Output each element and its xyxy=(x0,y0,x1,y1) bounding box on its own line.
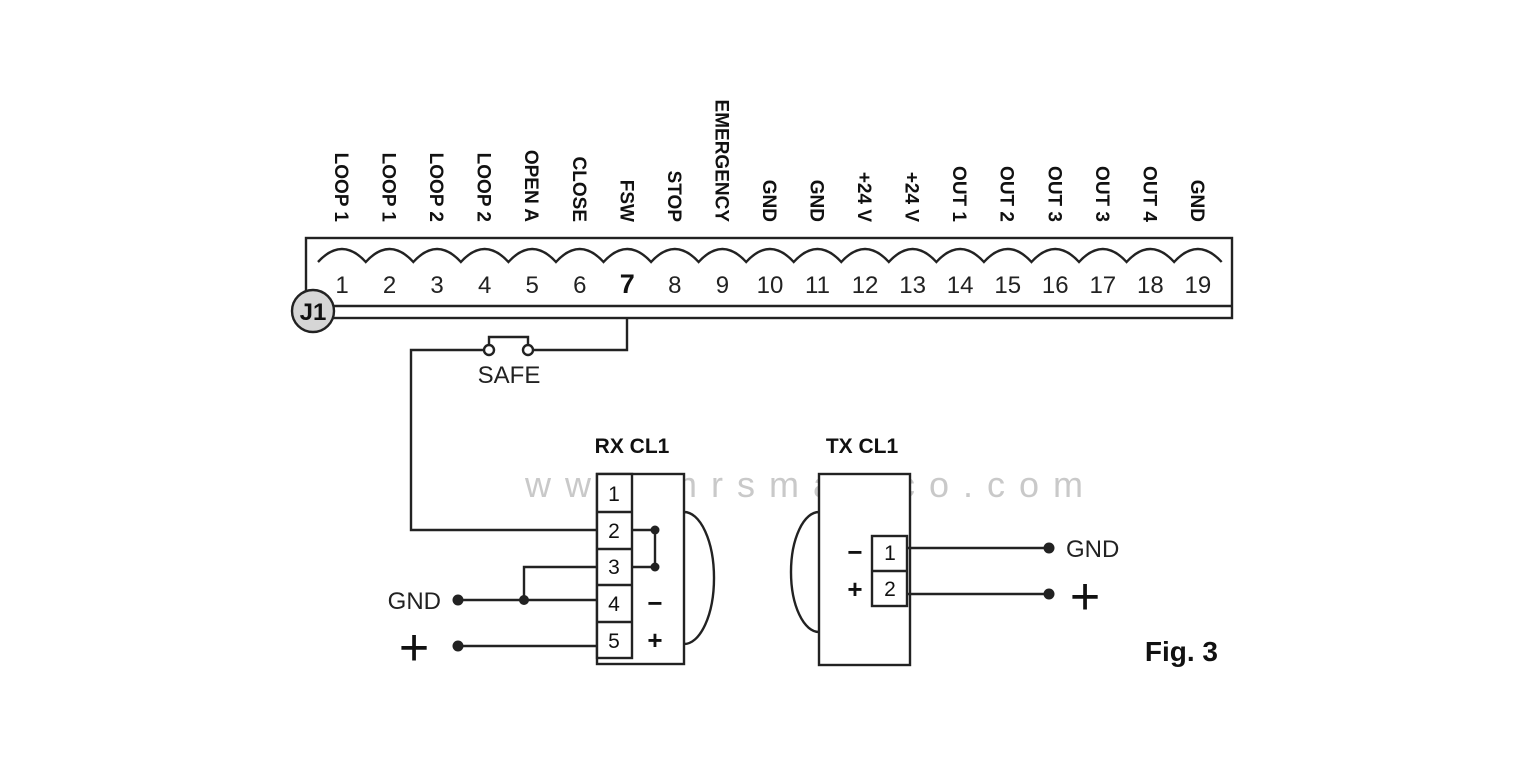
terminal-label: OUT 1 xyxy=(948,166,969,222)
terminal-label: OUT 3 xyxy=(1091,166,1112,222)
terminal-labels: LOOP 1 LOOP 1 LOOP 2 LOOP 2 OPEN A CLOSE FSW ST… xyxy=(330,100,1207,223)
terminal-number: 7 xyxy=(620,269,635,299)
tx-plus-terminal-dot xyxy=(1043,588,1055,600)
tx-device: TX CL1 1 2 − + xyxy=(789,435,912,667)
tx-plus-sign: + xyxy=(847,574,862,604)
safe-contact-bridge xyxy=(487,335,530,346)
gnd-terminal-dot xyxy=(452,594,464,606)
terminal-number: 17 xyxy=(1089,272,1116,299)
terminal-label: LOOP 1 xyxy=(378,153,399,223)
terminal-number: 9 xyxy=(716,272,729,299)
terminal-number: 3 xyxy=(430,272,443,299)
terminal-number: 6 xyxy=(573,272,586,299)
terminal-scallops xyxy=(317,247,1223,264)
rx-title: RX CL1 xyxy=(595,435,670,458)
rx-power-wiring: GND + xyxy=(388,565,597,677)
terminal-number: 12 xyxy=(852,272,879,299)
rx-pin-1: 1 xyxy=(608,483,620,506)
terminal-strip-body xyxy=(304,236,1234,320)
terminal-label: LOOP 2 xyxy=(473,153,494,222)
tx-plus-label: + xyxy=(1070,568,1100,626)
terminal-label: GND xyxy=(1186,180,1207,222)
j1-badge: J1 xyxy=(290,288,336,334)
terminal-number: 19 xyxy=(1185,272,1212,299)
terminal-label: STOP xyxy=(663,171,684,223)
terminal-number: 18 xyxy=(1137,272,1164,299)
terminal-label: LOOP 1 xyxy=(330,153,351,223)
rx-pin-strip xyxy=(595,472,634,660)
rx-device: RX CL1 1 2 3 4 5 − + xyxy=(595,435,716,666)
terminal-label: EMERGENCY xyxy=(710,100,731,223)
terminal-label: GND xyxy=(758,180,779,222)
rx-plus-label: + xyxy=(399,619,429,677)
terminal-number: 15 xyxy=(994,272,1021,299)
rx-pin-3: 3 xyxy=(608,556,620,579)
terminal-number: 10 xyxy=(757,272,784,299)
terminal-label: GND xyxy=(806,180,827,222)
rx-minus-sign: − xyxy=(647,588,662,618)
terminal-label: OPEN A xyxy=(520,150,541,222)
rx-jumper-dot xyxy=(650,562,660,572)
rx-plus-sign: + xyxy=(647,625,662,655)
terminal-label: OUT 4 xyxy=(1138,166,1159,222)
rx-jumper-dot xyxy=(650,525,660,535)
tx-title: TX CL1 xyxy=(826,435,899,458)
tx-power-wiring: GND + xyxy=(907,536,1119,626)
rx-pin-2: 2 xyxy=(608,520,620,543)
terminal-scallop-edge xyxy=(317,247,1223,264)
terminal-number: 5 xyxy=(526,272,539,299)
terminal-number: 1 xyxy=(335,272,348,299)
safe-contact-terminal-right xyxy=(521,343,535,357)
tx-gnd-terminal-dot xyxy=(1043,542,1055,554)
safe-label: SAFE xyxy=(478,362,541,389)
j1-badge-circle xyxy=(290,288,336,334)
wire-safe-to-rx2 xyxy=(409,348,597,532)
plus-terminal-dot xyxy=(452,640,464,652)
tx-gnd-label: GND xyxy=(1066,536,1119,563)
terminal-label: +24 V xyxy=(901,172,922,223)
terminal-number: 16 xyxy=(1042,272,1069,299)
rx-pin-5: 5 xyxy=(608,630,620,653)
rx-lens xyxy=(683,510,716,646)
tx-pin-2: 2 xyxy=(884,578,896,601)
tx-minus-sign: − xyxy=(847,537,862,567)
wire-fsw-to-safe xyxy=(528,318,629,352)
terminal-label: LOOP 2 xyxy=(425,153,446,222)
figure-label: Fig. 3 xyxy=(1145,636,1218,667)
terminal-number: 11 xyxy=(805,272,830,299)
terminal-number: 8 xyxy=(668,272,681,299)
safe-contact-terminal-left xyxy=(482,343,496,357)
junction-dot xyxy=(519,595,529,605)
terminal-number: 13 xyxy=(899,272,926,299)
fsw-safe-wire: SAFE xyxy=(409,318,629,532)
rx-jumper-2-3 xyxy=(632,528,657,569)
terminal-number: 14 xyxy=(947,272,974,299)
terminal-number: 2 xyxy=(383,272,396,299)
rx-pin-4: 4 xyxy=(608,593,620,616)
terminal-label: OUT 2 xyxy=(996,166,1017,222)
wire-gnd-to-rx3 xyxy=(522,565,597,600)
terminal-label: OUT 3 xyxy=(1043,166,1064,222)
tx-lens xyxy=(789,510,820,634)
terminal-label: +24 V xyxy=(853,172,874,223)
tx-pin-1: 1 xyxy=(884,542,896,565)
rx-gnd-label: GND xyxy=(388,588,441,615)
terminal-label: FSW xyxy=(615,180,636,222)
terminal-label: CLOSE xyxy=(568,157,589,222)
j1-badge-label: J1 xyxy=(300,299,327,326)
terminal-number: 4 xyxy=(478,272,491,299)
